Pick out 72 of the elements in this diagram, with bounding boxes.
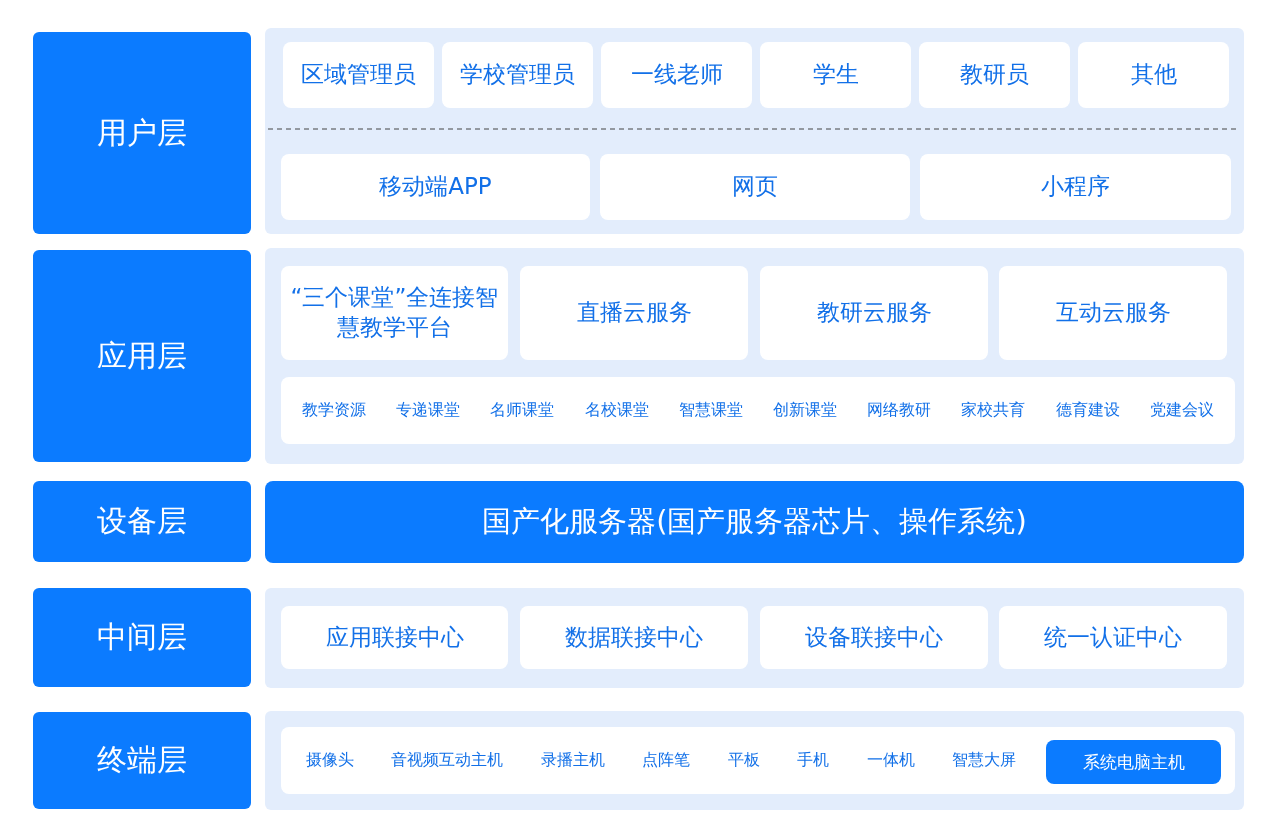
item-label: 一体机 xyxy=(866,750,915,771)
module-label: 数据联接中心 xyxy=(565,622,703,652)
module-box xyxy=(520,266,748,360)
layer-label-box xyxy=(33,588,251,687)
layer-panel xyxy=(265,711,1244,810)
module-label: 统一认证中心 xyxy=(1044,622,1182,652)
item-label: 创新课堂 xyxy=(773,400,838,421)
item-label: 点阵笔 xyxy=(642,750,691,771)
layer-label-box xyxy=(33,32,251,234)
module-box xyxy=(760,42,911,108)
module-box xyxy=(920,154,1231,220)
item-label: 教学资源 xyxy=(302,400,367,421)
module-label: 教研员 xyxy=(960,60,1029,90)
layer-title: 设备层 xyxy=(97,502,187,540)
layer-title: 中间层 xyxy=(97,618,187,656)
module-label: 教研云服务 xyxy=(816,298,932,328)
item-label: 录播主机 xyxy=(540,750,605,771)
layer-label-box xyxy=(33,712,251,809)
banner-text: 国产化服务器(国产服务器芯片、操作系统) xyxy=(482,503,1027,540)
module-label: 学校管理员 xyxy=(460,60,575,90)
item-label: 家校共育 xyxy=(961,400,1026,421)
item-label: 名校课堂 xyxy=(584,400,649,421)
layer-title: 应用层 xyxy=(97,336,187,375)
item-strip xyxy=(281,377,1235,444)
module-label: 小程序 xyxy=(1041,172,1110,202)
layer-panel xyxy=(265,588,1244,688)
layer-panel xyxy=(265,248,1244,464)
module-box xyxy=(601,42,752,108)
module-box xyxy=(281,606,508,669)
module-box xyxy=(919,42,1070,108)
module-label: 移动端APP xyxy=(379,172,492,202)
module-label: 直播云服务 xyxy=(576,298,692,328)
item-label: 系统电脑主机 xyxy=(1082,750,1185,774)
module-label: 互动云服务 xyxy=(1055,298,1171,328)
module-box xyxy=(999,606,1227,669)
item-label: 专递课堂 xyxy=(396,400,461,421)
item-label: 音视频互动主机 xyxy=(391,750,504,771)
module-box xyxy=(600,154,910,220)
module-box xyxy=(760,266,988,360)
module-box xyxy=(760,606,988,669)
module-box xyxy=(281,266,508,360)
highlighted-box xyxy=(1046,740,1221,784)
server-banner xyxy=(265,481,1244,563)
module-box xyxy=(999,266,1227,360)
item-strip xyxy=(281,727,1235,794)
layer-label-box xyxy=(33,481,251,562)
item-label: 平板 xyxy=(727,750,760,771)
module-label: 一线老师 xyxy=(630,60,723,90)
module-label: 其他 xyxy=(1130,60,1177,90)
item-label: 智慧大屏 xyxy=(952,750,1017,771)
module-box xyxy=(1078,42,1229,108)
layer-label-box xyxy=(33,250,251,462)
item-label: 德育建设 xyxy=(1055,400,1120,421)
module-box xyxy=(283,42,434,108)
module-box xyxy=(281,154,590,220)
module-box xyxy=(520,606,748,669)
item-label: 名师课堂 xyxy=(490,400,555,421)
module-label: 设备联接中心 xyxy=(805,622,943,652)
layer-panel xyxy=(265,28,1244,234)
module-label: 网页 xyxy=(732,172,778,202)
layer-title: 用户层 xyxy=(97,113,187,152)
item-label: 网络教研 xyxy=(867,400,932,421)
module-label: “三个课堂”全连接智慧教学平台 xyxy=(289,283,500,342)
module-box xyxy=(442,42,593,108)
module-label: 区域管理员 xyxy=(301,60,416,90)
layer-title: 终端层 xyxy=(97,741,187,779)
item-label: 党建会议 xyxy=(1149,400,1214,421)
item-label: 手机 xyxy=(797,750,830,771)
item-label: 智慧课堂 xyxy=(678,400,743,421)
module-label: 学生 xyxy=(812,60,859,90)
item-label: 摄像头 xyxy=(305,750,354,771)
module-label: 应用联接中心 xyxy=(325,622,464,652)
